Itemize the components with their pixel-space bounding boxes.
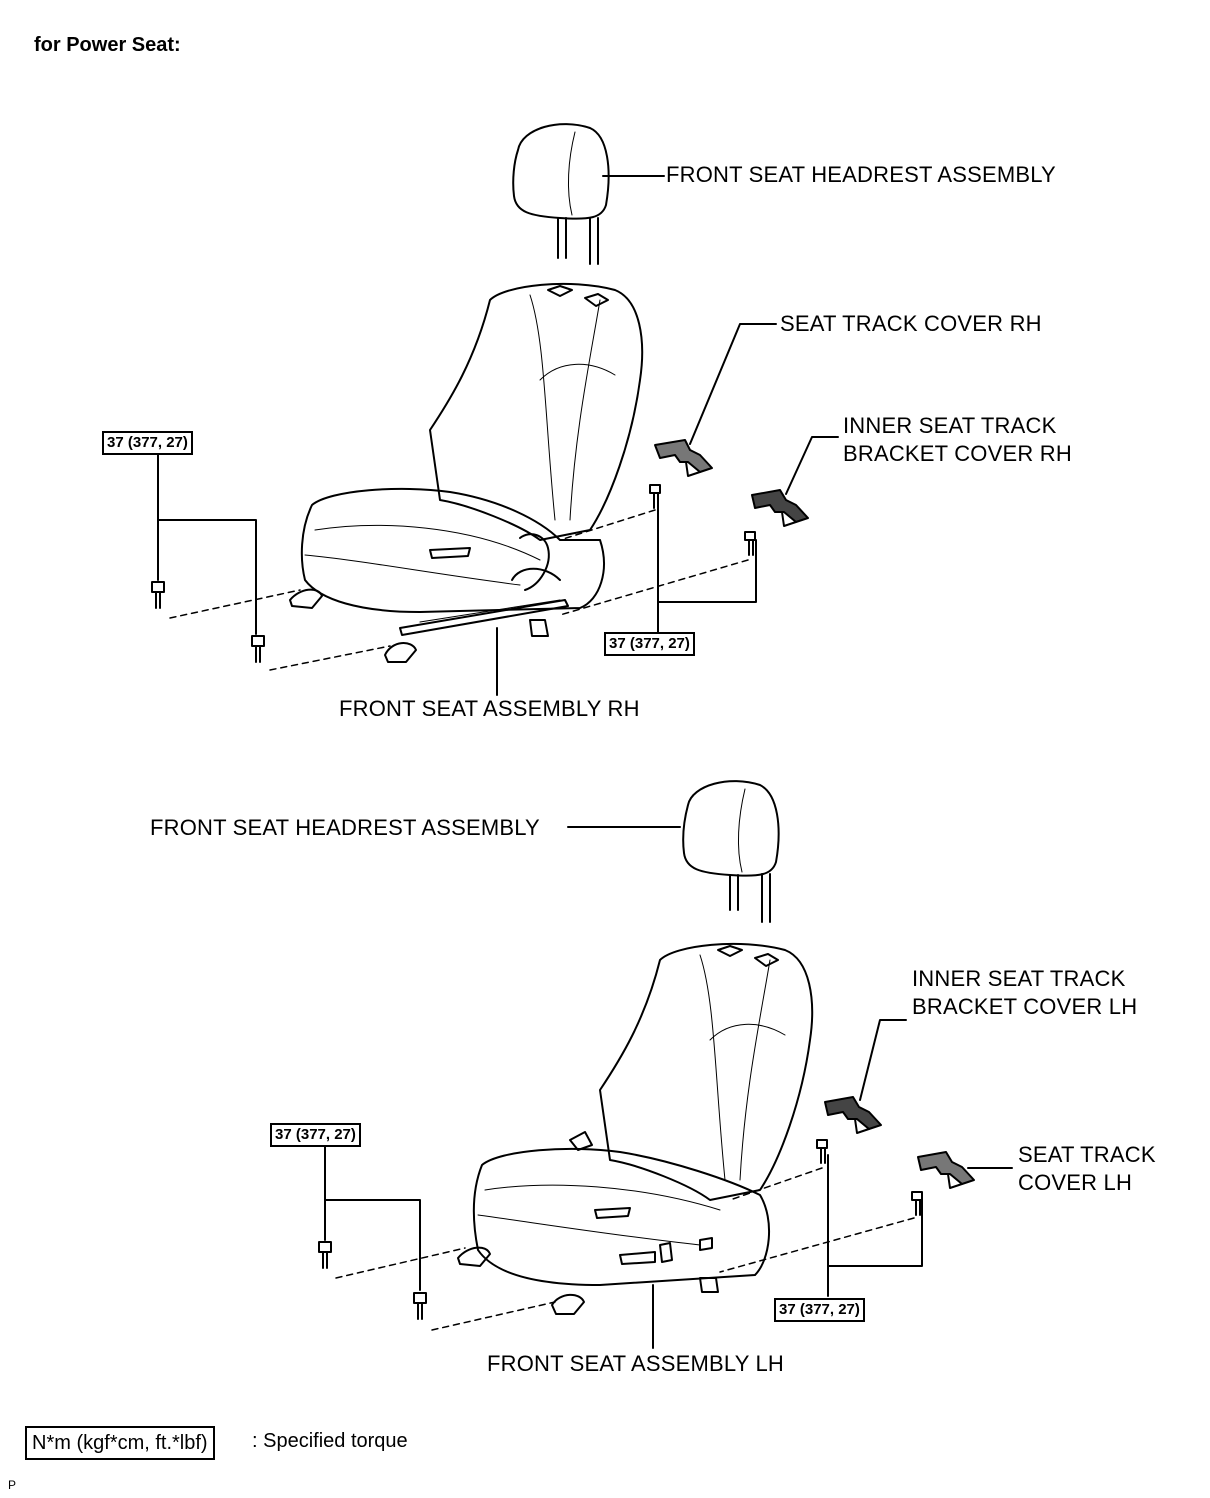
lh-inner-cover-label-line2: BRACKET COVER LH [912,994,1138,1019]
rh-bolt-dashes [169,509,749,671]
lh-right-torque-leader [827,1154,923,1297]
rh-headrest-label: FRONT SEAT HEADREST ASSEMBLY [666,162,1056,187]
lh-track-cover-drawing [917,1151,975,1189]
lh-inner-cover-label-line1: INNER SEAT TRACK [912,966,1126,991]
figure-code: P [8,1478,17,1492]
rh-track-cover-leader [689,323,777,445]
rh-inner-cover-leader [785,436,839,495]
lh-headrest-label: FRONT SEAT HEADREST ASSEMBLY [150,815,540,840]
rh-right-torque-leader [657,497,757,633]
lh-track-cover-label-line1: SEAT TRACK [1018,1142,1156,1167]
lh-track-cover-label-line2: COVER LH [1018,1170,1133,1195]
rh-track-cover-label: SEAT TRACK COVER RH [780,311,1042,336]
lh-headrest-drawing [682,780,780,923]
rh-inner-cover-label-line2: BRACKET COVER RH [843,441,1072,466]
rh-right-torque-badge: 37 (377, 27) [604,632,695,656]
rh-seat-drawing [289,282,644,663]
lh-seat-drawing [457,942,814,1315]
rh-left-torque-leader [157,453,257,635]
lh-bolt-dashes [335,1167,915,1331]
page-heading: for Power Seat: [34,34,181,56]
rh-track-cover-drawing [654,439,713,477]
lh-left-torque-leader [324,1145,421,1291]
lh-right-torque-badge: 37 (377, 27) [774,1298,865,1322]
rh-left-torque-badge: 37 (377, 27) [102,431,193,455]
rh-headrest-drawing [512,123,610,265]
rh-inner-cover-label-line1: INNER SEAT TRACK [843,413,1057,438]
rh-inner-cover-drawing [751,489,809,527]
lh-left-torque-badge: 37 (377, 27) [270,1123,361,1147]
lh-bolts-drawing [318,1139,923,1320]
lh-seat-label: FRONT SEAT ASSEMBLY LH [487,1351,785,1376]
torque-unit-legend-box: N*m (kgf*cm, ft.*lbf) [25,1426,215,1460]
lh-inner-cover-leader [859,1019,907,1101]
lh-inner-cover-drawing [824,1096,882,1134]
rh-seat-label: FRONT SEAT ASSEMBLY RH [339,696,640,721]
torque-legend-description: : Specified torque [252,1430,408,1452]
